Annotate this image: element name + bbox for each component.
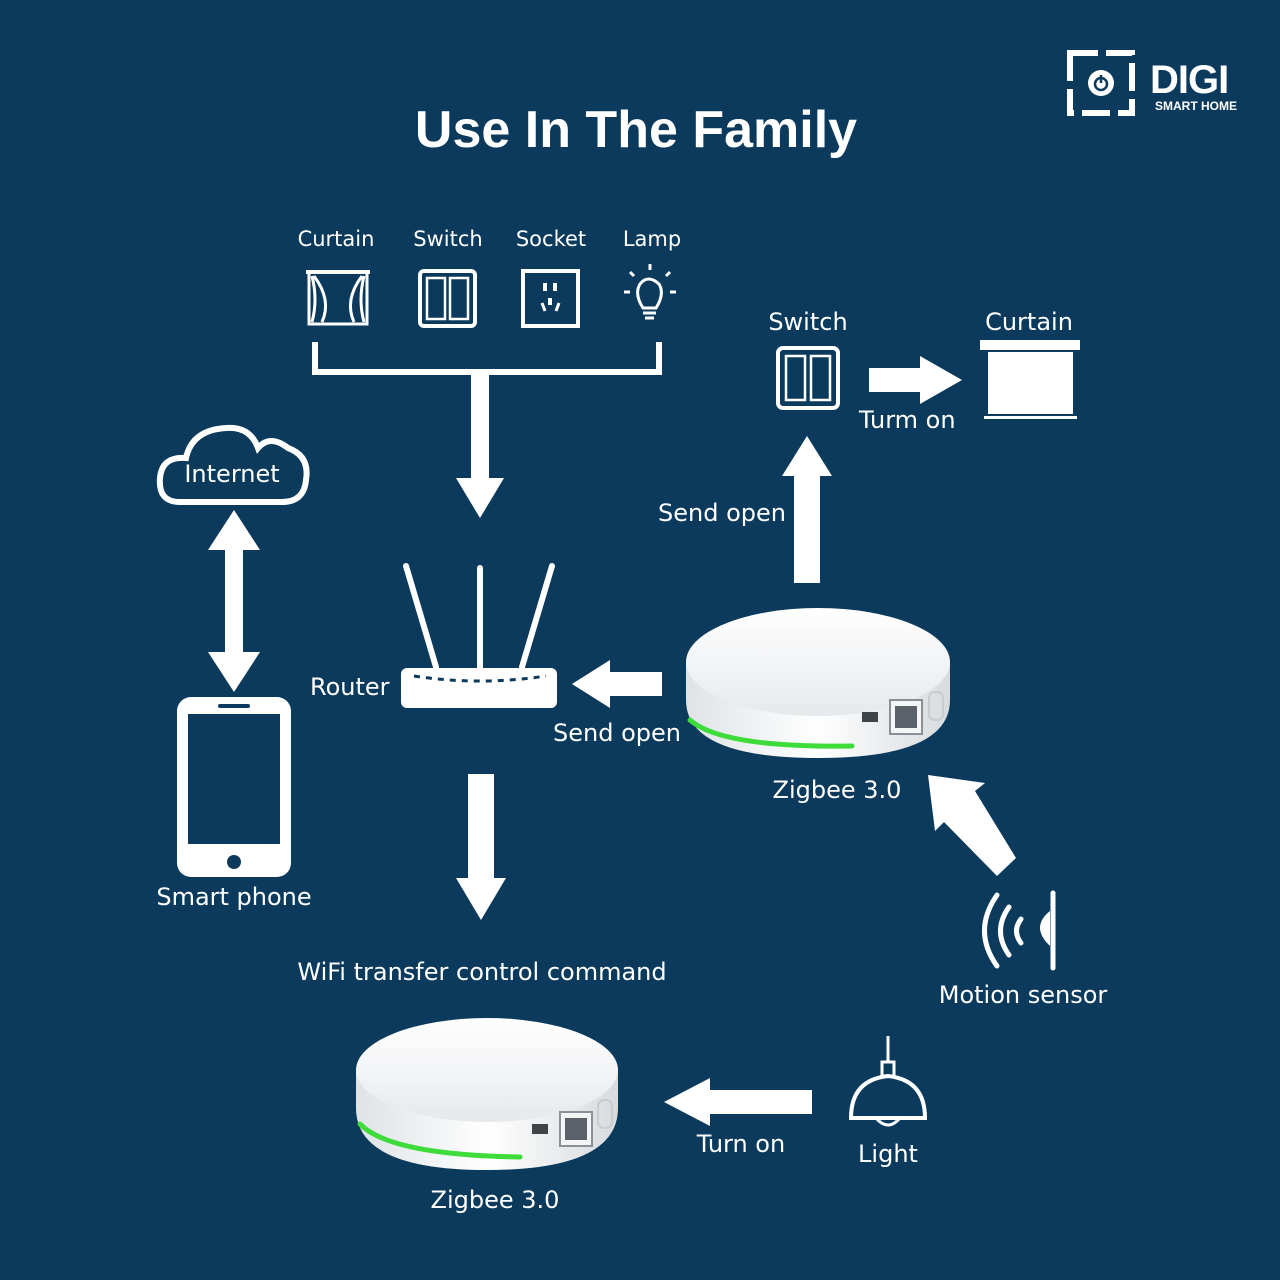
socket-icon [521,269,580,328]
arrow-hub-to-switch [782,436,832,583]
arrow-sensor-to-hub [928,775,1016,876]
device-label-switch: Switch [413,227,483,251]
brand-logo-icon [1067,50,1135,116]
zigbee-hub-right-label: Zigbee 3.0 [772,776,902,804]
router-label: Router [310,673,390,701]
pendant-light-icon [848,1036,928,1127]
roller-curtain-icon [980,340,1080,419]
device-label-curtain: Curtain [297,227,375,251]
smart-phone-icon [177,697,291,877]
lamp-icon [624,264,676,320]
brand-name: DIGI [1150,58,1229,102]
page-title: Use In The Family [414,101,858,159]
devices-bracket [312,342,662,375]
wifi-transfer-label: WiFi transfer control command [297,958,667,986]
router-icon [401,563,557,708]
light-label: Light [858,1140,918,1168]
send-open-up-label: Send open [658,499,786,527]
brand-tagline: SMART HOME [1155,99,1237,113]
arrow-router-down [456,774,506,920]
smart-phone-label: Smart phone [156,883,312,911]
arrow-down-to-router [456,372,504,518]
zigbee-hub-bottom [356,1018,618,1170]
turn-on-light-label: Turn on [696,1130,786,1158]
internet-cloud-icon [156,424,310,505]
zigbee-hub-right [686,608,950,758]
curtain-right-label: Curtain [985,308,1073,336]
arrow-light-to-hub [664,1078,812,1126]
turn-on-curtain-label: Turm on [859,406,956,434]
device-label-lamp: Lamp [622,227,682,251]
switch-right-icon [776,346,840,410]
motion-sensor-label: Motion sensor [938,981,1108,1009]
switch-right-label: Switch [768,308,848,336]
zigbee-hub-bottom-label: Zigbee 3.0 [430,1186,560,1214]
internet-label: Internet [184,460,280,488]
motion-sensor-icon [982,890,1056,971]
curtain-icon [306,270,370,326]
send-open-router-label: Send open [553,719,681,747]
arrow-hub-to-router [572,660,662,708]
arrow-switch-to-curtain [869,356,962,404]
double-arrow-internet-phone [208,510,260,692]
device-label-socket: Socket [515,227,587,251]
switch-icon [418,269,477,328]
